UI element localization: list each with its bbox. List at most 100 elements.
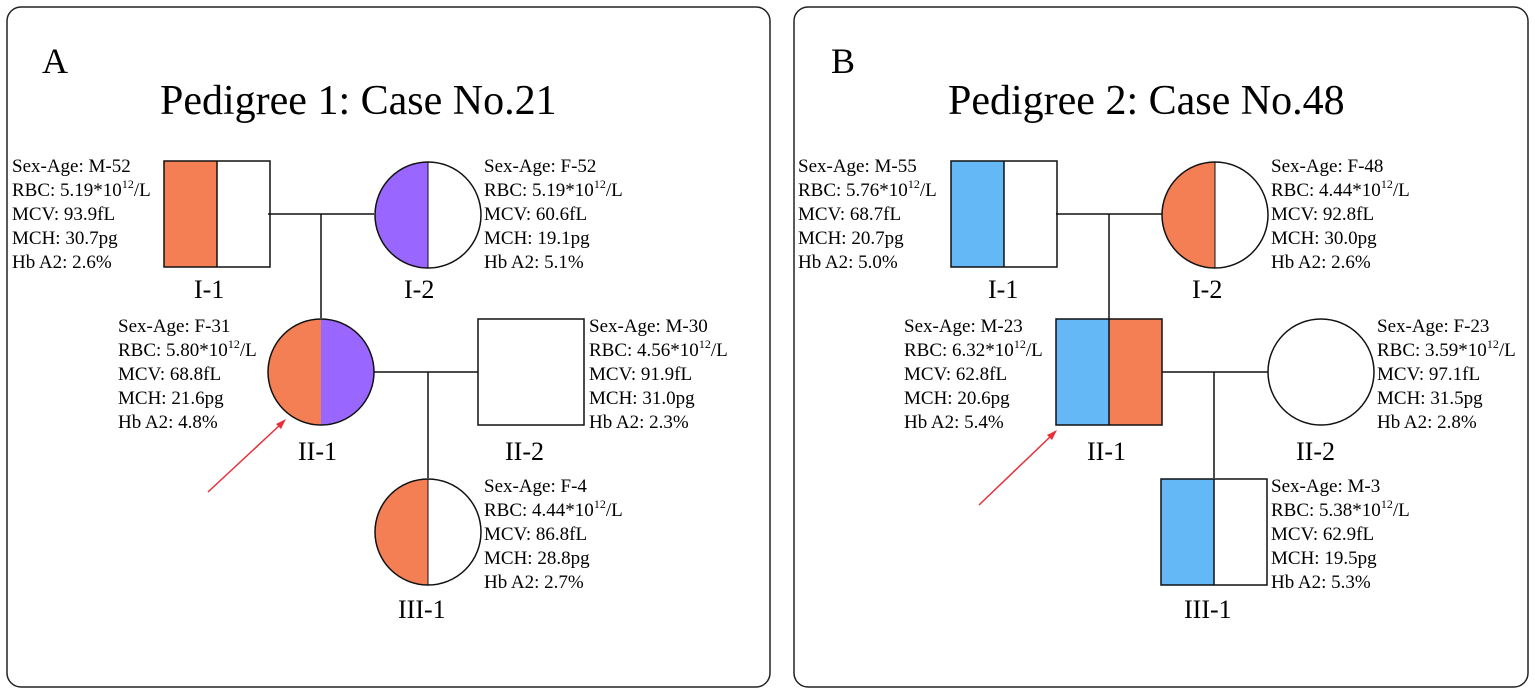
a-iii1-rbc: RBC: 4.44*1012/L xyxy=(484,497,623,521)
b-i1-rbc: RBC: 5.76*1012/L xyxy=(798,177,937,201)
b-individual-i1: I-1 xyxy=(950,160,1058,304)
b-individual-iii1: III-1 xyxy=(1160,478,1268,624)
b-ii1-label: II-1 xyxy=(1087,437,1126,466)
b-iii1-mch: MCH: 19.5pg xyxy=(1271,548,1377,569)
a-individual-ii1: II-1 xyxy=(267,318,375,466)
a-individual-ii2: II-2 xyxy=(477,318,585,466)
b-iii1-sex-age: Sex-Age: M-3 xyxy=(1271,476,1380,497)
a-i2-mch: MCH: 19.1pg xyxy=(484,228,590,249)
a-ii2-hba2: Hb A2: 2.3% xyxy=(589,412,689,433)
a-ii1-left-half xyxy=(268,319,321,425)
b-iii1-label: III-1 xyxy=(1184,595,1232,624)
a-i1-rbc: RBC: 5.19*1012/L xyxy=(12,177,151,201)
b-ii2-hba2: Hb A2: 2.8% xyxy=(1377,412,1477,433)
b-iii1-left-half xyxy=(1161,479,1214,585)
b-i1-mch: MCH: 20.7pg xyxy=(798,228,904,249)
b-individual-ii1: II-1 xyxy=(1055,318,1163,466)
panel-b-frame xyxy=(793,6,1529,688)
b-individual-ii2: II-2 xyxy=(1267,318,1375,466)
b-i1-info: Sex-Age: M-55 RBC: 5.76*1012/L MCV: 68.7… xyxy=(798,156,937,273)
b-ii1-rbc: RBC: 6.32*1012/L xyxy=(904,337,1043,361)
a-i1-label: I-1 xyxy=(194,275,224,304)
a-i1-sex-age: Sex-Age: M-52 xyxy=(12,156,131,177)
b-ii2-mch: MCH: 31.5pg xyxy=(1377,388,1483,409)
a-individual-i1: I-1 xyxy=(163,160,271,304)
b-i1-sex-age: Sex-Age: M-55 xyxy=(798,156,917,177)
a-ii2-sex-age: Sex-Age: M-30 xyxy=(589,316,708,337)
b-iii1-info: Sex-Age: M-3 RBC: 5.38*1012/L MCV: 62.9f… xyxy=(1271,476,1410,593)
a-ii1-mch: MCH: 21.6pg xyxy=(118,388,224,409)
b-i2-sex-age: Sex-Age: F-48 xyxy=(1271,156,1383,177)
panel-a: A Pedigree 1: Case No.21 I-1 Sex-Age: M-… xyxy=(6,6,771,688)
b-i1-mcv: MCV: 68.7fL xyxy=(798,204,901,225)
b-i2-label: I-2 xyxy=(1192,275,1222,304)
a-proband-arrow-icon xyxy=(207,419,286,493)
panel-a-lines xyxy=(268,213,478,478)
a-ii2-square xyxy=(477,318,585,426)
b-i2-left-half xyxy=(1162,162,1215,268)
b-ii2-rbc: RBC: 3.59*1012/L xyxy=(1377,337,1516,361)
b-i1-hba2: Hb A2: 5.0% xyxy=(798,252,898,273)
a-ii2-label: II-2 xyxy=(505,437,544,466)
b-i2-mch: MCH: 30.0pg xyxy=(1271,228,1377,249)
a-ii1-info: Sex-Age: F-31 RBC: 5.80*1012/L MCV: 68.8… xyxy=(118,316,257,433)
a-i2-sex-age: Sex-Age: F-52 xyxy=(484,156,596,177)
b-ii2-mcv: MCV: 97.1fL xyxy=(1377,364,1480,385)
b-ii1-left-half xyxy=(1056,319,1109,425)
b-i1-left-half xyxy=(951,161,1004,267)
a-ii2-info: Sex-Age: M-30 RBC: 4.56*1012/L MCV: 91.9… xyxy=(589,316,728,433)
a-ii1-mcv: MCV: 68.8fL xyxy=(118,364,221,385)
b-ii2-circle xyxy=(1267,318,1375,426)
a-i2-info: Sex-Age: F-52 RBC: 5.19*1012/L MCV: 60.6… xyxy=(484,156,623,273)
a-i2-hba2: Hb A2: 5.1% xyxy=(484,252,584,273)
b-ii2-label: II-2 xyxy=(1296,437,1335,466)
a-ii1-sex-age: Sex-Age: F-31 xyxy=(118,316,230,337)
b-ii1-mcv: MCV: 62.8fL xyxy=(904,364,1007,385)
panel-a-title: Pedigree 1: Case No.21 xyxy=(160,78,557,124)
b-i1-label: I-1 xyxy=(988,275,1018,304)
b-individual-i2: I-2 xyxy=(1161,161,1269,304)
a-i1-left-half xyxy=(164,161,217,267)
b-ii1-hba2: Hb A2: 5.4% xyxy=(904,412,1004,433)
b-iii1-mcv: MCV: 62.9fL xyxy=(1271,524,1374,545)
a-ii1-hba2: Hb A2: 4.8% xyxy=(118,412,218,433)
a-iii1-info: Sex-Age: F-4 RBC: 4.44*1012/L MCV: 86.8f… xyxy=(484,476,623,593)
a-ii1-circle xyxy=(267,318,375,426)
a-iii1-left-half xyxy=(375,479,428,585)
panel-b-lines xyxy=(1056,213,1268,478)
panel-b: B Pedigree 2: Case No.48 I-1 Sex-Age: M-… xyxy=(793,6,1529,688)
b-ii2-sex-age: Sex-Age: F-23 xyxy=(1377,316,1489,337)
a-ii1-rbc: RBC: 5.80*1012/L xyxy=(118,337,257,361)
a-i1-mcv: MCV: 93.9fL xyxy=(12,204,115,225)
panel-a-frame xyxy=(6,6,771,688)
b-ii1-mch: MCH: 20.6pg xyxy=(904,388,1010,409)
b-i2-mcv: MCV: 92.8fL xyxy=(1271,204,1374,225)
b-iii1-hba2: Hb A2: 5.3% xyxy=(1271,572,1371,593)
a-individual-iii1: III-1 xyxy=(374,478,482,624)
a-i2-mcv: MCV: 60.6fL xyxy=(484,204,587,225)
b-ii1-info: Sex-Age: M-23 RBC: 6.32*1012/L MCV: 62.8… xyxy=(904,316,1043,433)
a-ii1-label: II-1 xyxy=(298,437,337,466)
a-iii1-hba2: Hb A2: 2.7% xyxy=(484,572,584,593)
b-ii2-info: Sex-Age: F-23 RBC: 3.59*1012/L MCV: 97.1… xyxy=(1377,316,1516,433)
b-iii1-rbc: RBC: 5.38*1012/L xyxy=(1271,497,1410,521)
a-ii1-right-half xyxy=(321,319,374,425)
a-ii2-mch: MCH: 31.0pg xyxy=(589,388,695,409)
a-i2-rbc: RBC: 5.19*1012/L xyxy=(484,177,623,201)
a-iii1-mcv: MCV: 86.8fL xyxy=(484,524,587,545)
a-iii1-mch: MCH: 28.8pg xyxy=(484,548,590,569)
panel-b-letter: B xyxy=(831,41,855,81)
a-i2-left-half xyxy=(375,162,428,268)
panel-a-letter: A xyxy=(42,41,68,81)
b-proband-arrow-icon xyxy=(978,430,1057,506)
a-ii2-rbc: RBC: 4.56*1012/L xyxy=(589,337,728,361)
b-ii1-sex-age: Sex-Age: M-23 xyxy=(904,316,1023,337)
a-iii1-label: III-1 xyxy=(398,595,446,624)
a-i1-info: Sex-Age: M-52 RBC: 5.19*1012/L MCV: 93.9… xyxy=(12,156,151,273)
a-i1-mch: MCH: 30.7pg xyxy=(12,228,118,249)
a-individual-i2: I-2 xyxy=(374,161,482,304)
b-i2-hba2: Hb A2: 2.6% xyxy=(1271,252,1371,273)
b-i2-rbc: RBC: 4.44*1012/L xyxy=(1271,177,1410,201)
a-i2-label: I-2 xyxy=(404,275,434,304)
